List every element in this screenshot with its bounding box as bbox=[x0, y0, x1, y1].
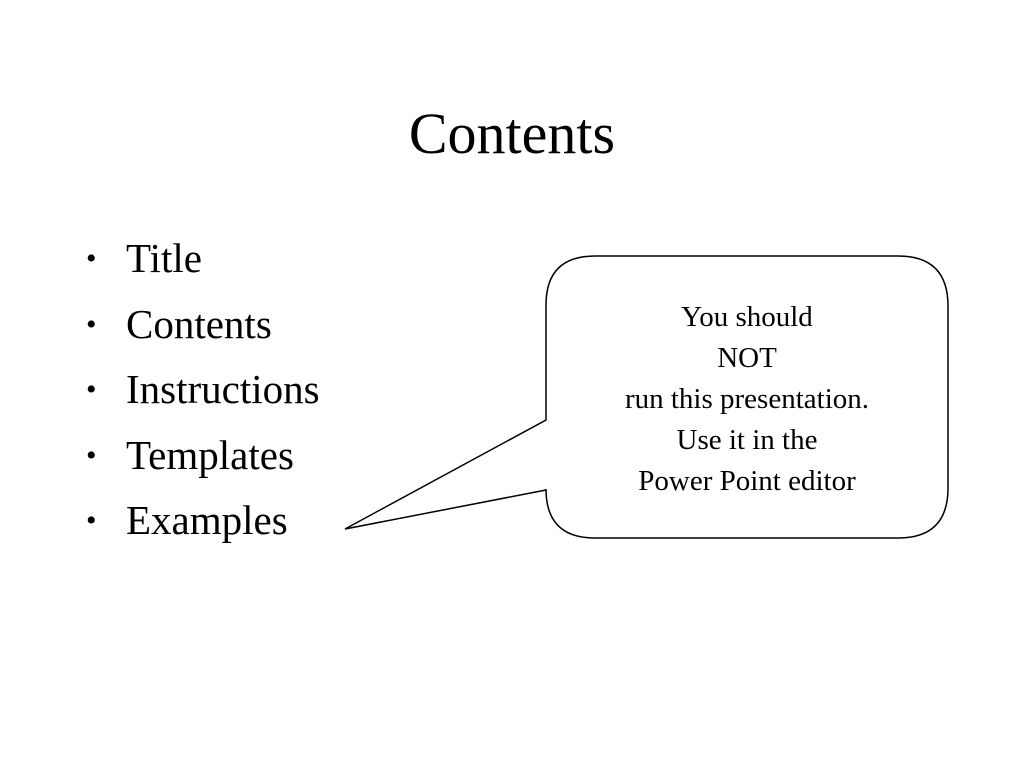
list-item-label: Title bbox=[126, 235, 202, 281]
callout-line: Power Point editor bbox=[638, 465, 856, 497]
bullet-icon: • bbox=[86, 438, 97, 472]
bullet-icon: • bbox=[86, 373, 97, 406]
list-item-instructions: • Instructions bbox=[86, 357, 320, 423]
list-item-label: Examples bbox=[126, 497, 288, 543]
list-item-templates: • Templates bbox=[86, 423, 320, 489]
callout-line: run this presentation. bbox=[624, 383, 870, 415]
bullet-icon: • bbox=[86, 504, 97, 537]
list-item-examples: • Examples bbox=[86, 488, 320, 554]
callout-bubble bbox=[344, 255, 949, 539]
callout-line: You should bbox=[681, 301, 813, 333]
list-item-contents: • Contents bbox=[86, 292, 320, 358]
callout-text: You should NOT run this presentation. Us… bbox=[548, 297, 946, 502]
list-item-label: Instructions bbox=[126, 366, 320, 412]
list-item-label: Contents bbox=[126, 300, 272, 347]
callout-line: NOT bbox=[717, 342, 777, 374]
slide-title: Contents bbox=[408, 101, 616, 166]
list-item-label: Templates bbox=[126, 431, 294, 478]
bullet-icon: • bbox=[86, 307, 97, 341]
callout-line: Use it in the bbox=[676, 424, 818, 456]
bullet-icon: • bbox=[86, 242, 97, 275]
contents-list: • Title • Contents • Instructions • Template… bbox=[86, 226, 320, 554]
list-item-title: • Title bbox=[86, 226, 320, 292]
